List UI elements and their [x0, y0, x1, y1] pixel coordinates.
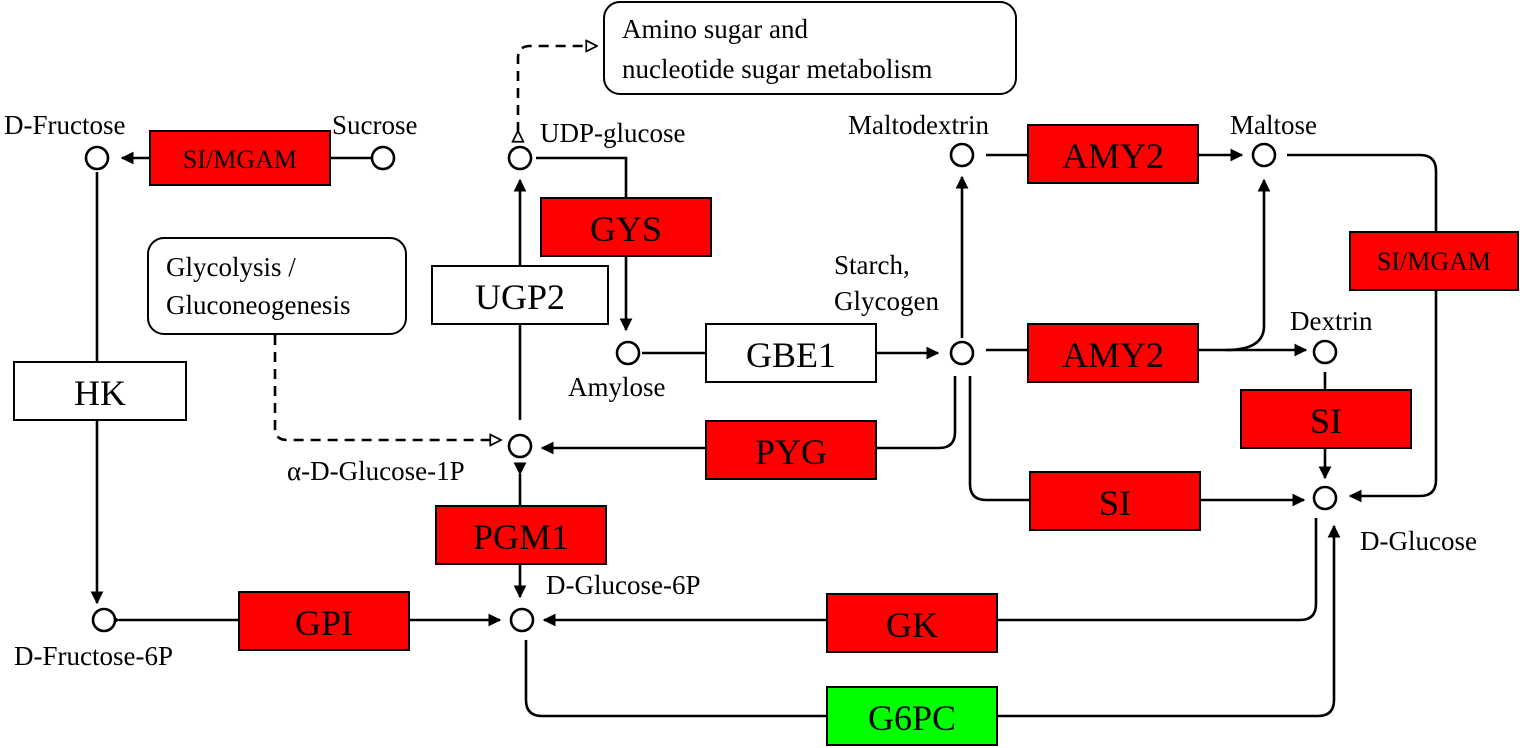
edge-si-mid	[968, 376, 1306, 507]
enzyme-pgm1[interactable]: PGM1	[435, 505, 607, 565]
svg-text:Dextrin: Dextrin	[1290, 306, 1373, 336]
svg-text:Sucrose: Sucrose	[332, 110, 417, 140]
enzyme-si-mgam-left[interactable]: SI/MGAM	[149, 130, 331, 186]
metabolite-sucrose[interactable]: Sucrose	[332, 110, 417, 171]
metabolite-maltose[interactable]: Maltose	[1230, 110, 1317, 168]
pathway-glycolysis-line1: Glycolysis /	[166, 252, 296, 282]
svg-text:UDP-glucose: UDP-glucose	[540, 118, 685, 148]
svg-text:Glycogen: Glycogen	[834, 286, 939, 316]
enzyme-si-mid[interactable]: SI	[1029, 471, 1201, 531]
svg-text:SI/MGAM: SI/MGAM	[183, 145, 297, 174]
pathway-amino-sugar-line2: nucleotide sugar metabolism	[622, 54, 932, 84]
enzyme-amy2-top[interactable]: AMY2	[1027, 124, 1199, 184]
enzyme-si-mgam-right[interactable]: SI/MGAM	[1349, 231, 1519, 291]
edge-pyg	[540, 376, 957, 455]
svg-text:D-Glucose-6P: D-Glucose-6P	[546, 570, 700, 600]
enzyme-hk[interactable]: HK	[13, 361, 187, 421]
svg-text:D-Fructose: D-Fructose	[4, 110, 125, 140]
svg-text:GBE1: GBE1	[746, 335, 836, 375]
edge-si-mgam-right	[1287, 153, 1438, 503]
svg-text:D-Fructose-6P: D-Fructose-6P	[14, 641, 173, 671]
svg-text:SI: SI	[1310, 401, 1342, 441]
metabolite-maltodextrin[interactable]: Maltodextrin	[848, 110, 989, 168]
pathway-amino-sugar-line1: Amino sugar and	[622, 14, 808, 44]
enzyme-gys[interactable]: GYS	[540, 197, 712, 257]
metabolite-dextrin[interactable]: Dextrin	[1290, 306, 1373, 365]
metabolite-d-glucose[interactable]: D-Glucose	[1312, 485, 1477, 556]
metabolite-udp-glucose[interactable]: UDP-glucose	[507, 118, 685, 171]
metabolite-starch-glycogen[interactable]: Starch, Glycogen	[834, 250, 975, 366]
svg-text:AMY2: AMY2	[1062, 335, 1164, 375]
enzyme-pyg[interactable]: PYG	[705, 420, 877, 480]
svg-text:D-Glucose: D-Glucose	[1360, 526, 1477, 556]
metabolite-amylose[interactable]: Amylose	[568, 340, 666, 402]
svg-text:G6PC: G6PC	[868, 698, 956, 738]
svg-text:GPI: GPI	[295, 603, 353, 643]
metabolite-alpha-d-glucose-1p[interactable]: α-D-Glucose-1P	[287, 433, 533, 486]
svg-text:α-D-Glucose-1P: α-D-Glucose-1P	[287, 456, 465, 486]
metabolite-d-fructose[interactable]: D-Fructose	[4, 110, 125, 171]
edge-gk	[542, 518, 1318, 627]
enzyme-amy2-mid[interactable]: AMY2	[1027, 323, 1199, 383]
svg-text:Amylose: Amylose	[568, 372, 666, 402]
svg-text:Maltodextrin: Maltodextrin	[848, 110, 989, 140]
svg-text:PYG: PYG	[755, 432, 827, 472]
pathway-amino-sugar[interactable]: Amino sugar and nucleotide sugar metabol…	[603, 1, 1017, 95]
svg-text:GK: GK	[886, 605, 938, 645]
svg-text:Maltose: Maltose	[1230, 110, 1317, 140]
enzyme-gpi[interactable]: GPI	[238, 591, 410, 651]
edge-dashed-amino-sugar	[518, 46, 596, 132]
svg-text:HK: HK	[74, 373, 126, 413]
svg-text:Starch,: Starch,	[834, 250, 910, 280]
pathway-glycolysis[interactable]: Glycolysis / Gluconeogenesis	[147, 237, 407, 335]
svg-text:AMY2: AMY2	[1062, 136, 1164, 176]
enzymes: SI/MGAM GYS UGP2 AMY2 SI/MGAM HK GBE1 A	[13, 124, 1519, 746]
enzyme-ugp2[interactable]: UGP2	[431, 265, 609, 325]
edge-dashed-glycolysis	[275, 335, 500, 440]
svg-text:UGP2: UGP2	[475, 277, 565, 317]
pathway-glycolysis-line2: Gluconeogenesis	[166, 290, 350, 320]
metabolite-d-glucose-6p[interactable]: D-Glucose-6P	[509, 570, 700, 633]
enzyme-g6pc[interactable]: G6PC	[826, 686, 998, 746]
enzyme-gk[interactable]: GK	[826, 593, 998, 653]
svg-text:PGM1: PGM1	[473, 517, 569, 557]
metabolite-d-fructose-6p[interactable]: D-Fructose-6P	[14, 607, 173, 671]
svg-text:SI/MGAM: SI/MGAM	[1377, 247, 1491, 276]
svg-text:GYS: GYS	[590, 209, 662, 249]
metabolites: D-Fructose Sucrose UDP-glucose Maltodext…	[4, 110, 1477, 671]
enzyme-si-right[interactable]: SI	[1240, 389, 1412, 449]
edge-amy2-branch-maltose	[1225, 178, 1271, 352]
svg-text:SI: SI	[1099, 483, 1131, 523]
edge-gys	[536, 156, 633, 332]
enzyme-gbe1[interactable]: GBE1	[705, 323, 877, 383]
